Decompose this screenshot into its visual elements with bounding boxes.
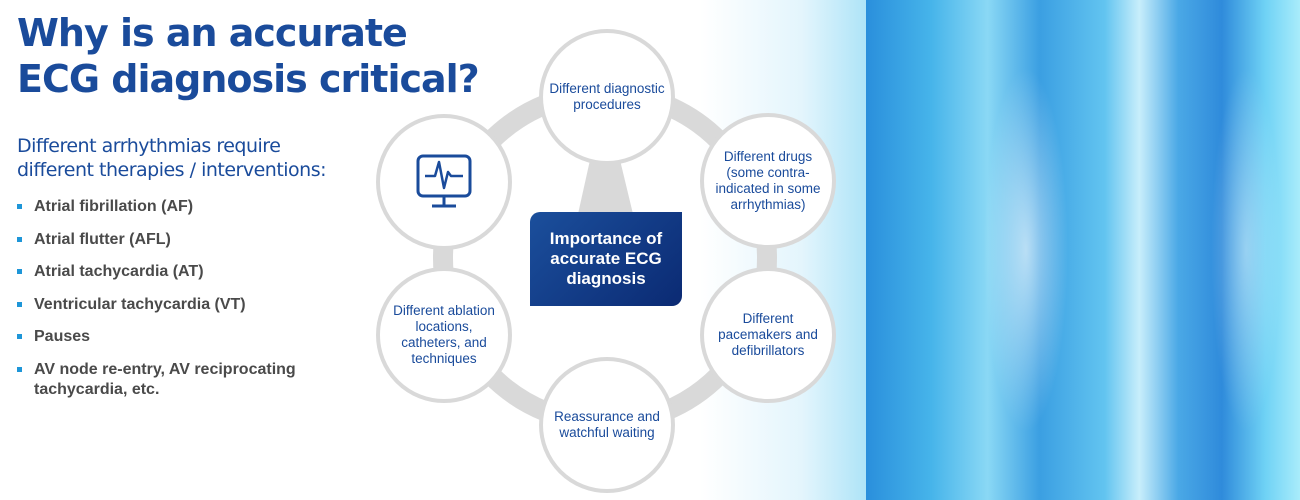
list-item-text: Atrial flutter (AFL) <box>34 230 171 248</box>
node-label: Different diagnostic procedures <box>549 81 665 112</box>
list-item-text: Pauses <box>34 328 91 345</box>
node-label: Different pacemakers and defibrillators <box>718 311 818 358</box>
node-ecg-icon <box>376 114 512 250</box>
node-drugs: Different drugs (some contra-indicated i… <box>700 113 836 249</box>
node-label: Different drugs (some contra-indicated i… <box>715 149 821 212</box>
center-box: Importance of accurate ECG diagnosis <box>530 212 682 306</box>
node-ablation: Different ablation locations, catheters,… <box>376 267 512 403</box>
list-item-text: Atrial tachycardia (AT) <box>34 263 204 280</box>
node-diagnostic-procedures: Different diagnostic procedures <box>539 29 675 165</box>
bullet-icon <box>17 366 22 372</box>
list-item: AV node re-entry, AV reciprocating tachy… <box>17 360 337 400</box>
list-item: Atrial flutter (AFL) <box>17 230 337 250</box>
bullet-icon <box>17 269 22 274</box>
title-line: Why is an accurate <box>17 11 408 55</box>
list-item-text: Ventricular tachycardia (VT) <box>34 295 246 313</box>
list-item: Ventricular tachycardia (VT) <box>17 295 337 315</box>
subtitle-line: different therapies / interventions: <box>17 159 327 181</box>
center-label: Importance of accurate ECG diagnosis <box>549 229 663 288</box>
node-reassurance: Reassurance and watchful waiting <box>539 357 675 493</box>
ecg-monitor-icon <box>416 154 472 208</box>
bullet-icon <box>17 301 22 307</box>
bullet-icon <box>17 236 22 242</box>
arrhythmia-list: Atrial fibrillation (AF) Atrial flutter … <box>17 197 337 412</box>
node-pacemakers: Different pacemakers and defibrillators <box>700 267 836 403</box>
node-label: Reassurance and watchful waiting <box>554 409 660 440</box>
subtitle-line: Different arrhythmias require <box>17 135 281 157</box>
list-item: Pauses <box>17 327 337 347</box>
center-connector <box>578 160 633 214</box>
title-line: ECG diagnosis critical? <box>17 57 480 101</box>
list-item-text: Atrial fibrillation (AF) <box>34 198 194 215</box>
bullet-icon <box>17 204 22 209</box>
list-item: Atrial fibrillation (AF) <box>17 197 337 217</box>
node-label: Different ablation locations, catheters,… <box>393 303 495 366</box>
list-item-text: AV node re-entry, AV reciprocating tachy… <box>34 360 296 398</box>
bullet-icon <box>17 334 22 339</box>
decorative-blue-panel <box>866 0 1300 500</box>
list-item: Atrial tachycardia (AT) <box>17 262 337 282</box>
background-fade <box>700 0 870 500</box>
